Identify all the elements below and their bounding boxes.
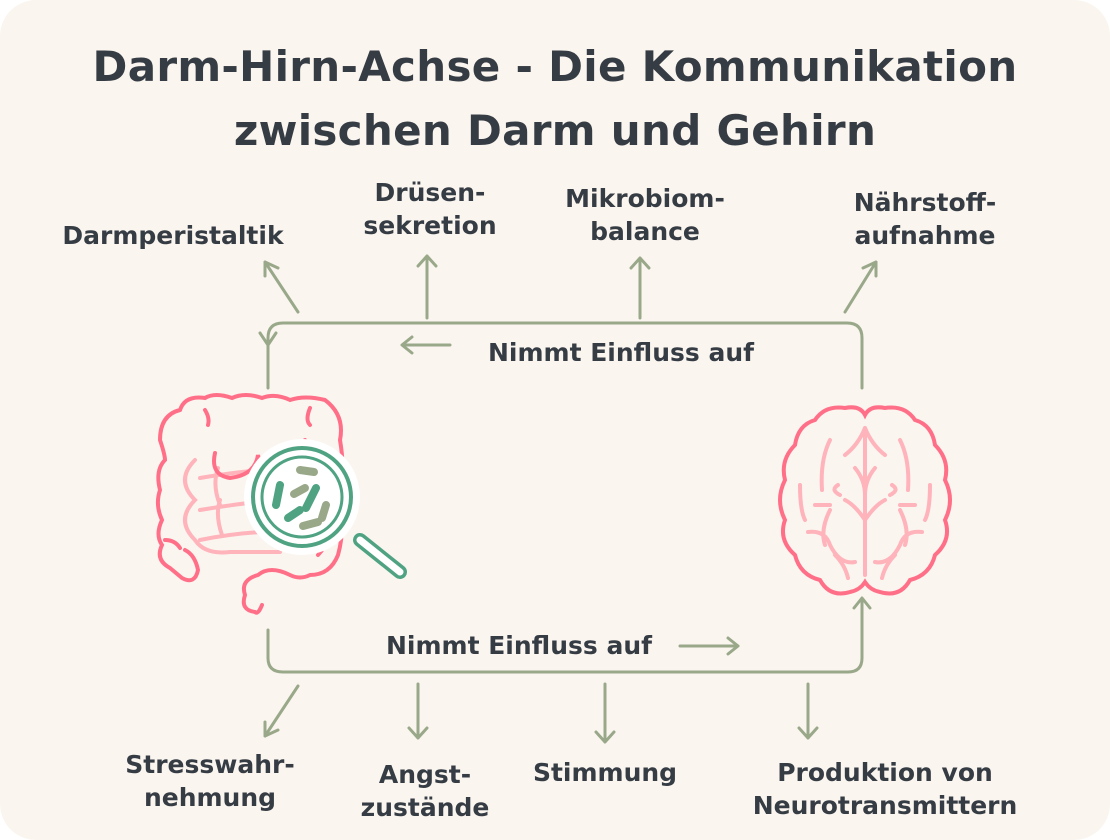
target-stresswahrnehmung: Stresswahr-nehmung: [100, 748, 320, 814]
target-naehrstoffaufnahme: Nährstoff-aufnahme: [820, 186, 1030, 252]
label-line: Drüsen-: [374, 178, 486, 207]
arrow-neuro-icon: [797, 682, 819, 740]
title-line-2: zwischen Darm und Gehirn: [233, 106, 877, 155]
target-darmperistaltik: Darmperistaltik: [48, 219, 298, 252]
arrow-stimmung-icon: [594, 682, 616, 744]
target-druesensekretion: Drüsen-sekretion: [330, 176, 530, 242]
target-mikrobiombalance: Mikrobiom-balance: [540, 182, 750, 248]
bottom-arrow-right-icon: [678, 636, 740, 656]
label-line: Stresswahr-: [125, 750, 295, 779]
bacteria-icon: [272, 466, 330, 530]
arrow-druesensekretion-icon: [416, 254, 438, 320]
label-line: Neurotransmittern: [752, 791, 1018, 820]
target-angstzustaende: Angst-zustände: [330, 758, 520, 824]
label-line: Stimmung: [532, 758, 678, 787]
top-arrow-left-icon: [400, 335, 452, 355]
top-connector: [266, 321, 864, 390]
top-flow-label: Nimmt Einfluss auf: [487, 338, 755, 367]
label-line: sekretion: [363, 211, 497, 240]
label-line: nehmung: [143, 783, 277, 812]
top-left-arrowhead-icon: [258, 331, 278, 347]
label-line: Mikrobiom-: [565, 184, 725, 213]
label-line: zustände: [360, 793, 490, 822]
title-line-1: Darm-Hirn-Achse - Die Kommunikation: [92, 42, 1018, 91]
arrow-darmperistaltik-icon: [263, 260, 300, 314]
label-line: Produktion von: [777, 758, 993, 787]
bottom-right-arrowhead-icon: [852, 596, 872, 610]
arrow-angst-icon: [407, 682, 429, 740]
bottom-connector: [266, 598, 864, 674]
arrow-naehrstoff-icon: [843, 260, 878, 314]
label-line: Nährstoff-: [853, 188, 997, 217]
magnifier-icon: [244, 439, 407, 579]
arrow-mikrobiom-icon: [629, 256, 651, 320]
label-line: Darmperistaltik: [62, 221, 284, 250]
label-line: balance: [590, 217, 700, 246]
label-line: Angst-: [378, 760, 472, 789]
bottom-flow-label: Nimmt Einfluss auf: [385, 631, 653, 660]
brain-icon: [778, 405, 952, 596]
label-line: aufnahme: [854, 221, 996, 250]
arrow-stress-icon: [263, 684, 300, 738]
target-stimmung: Stimmung: [510, 756, 700, 789]
